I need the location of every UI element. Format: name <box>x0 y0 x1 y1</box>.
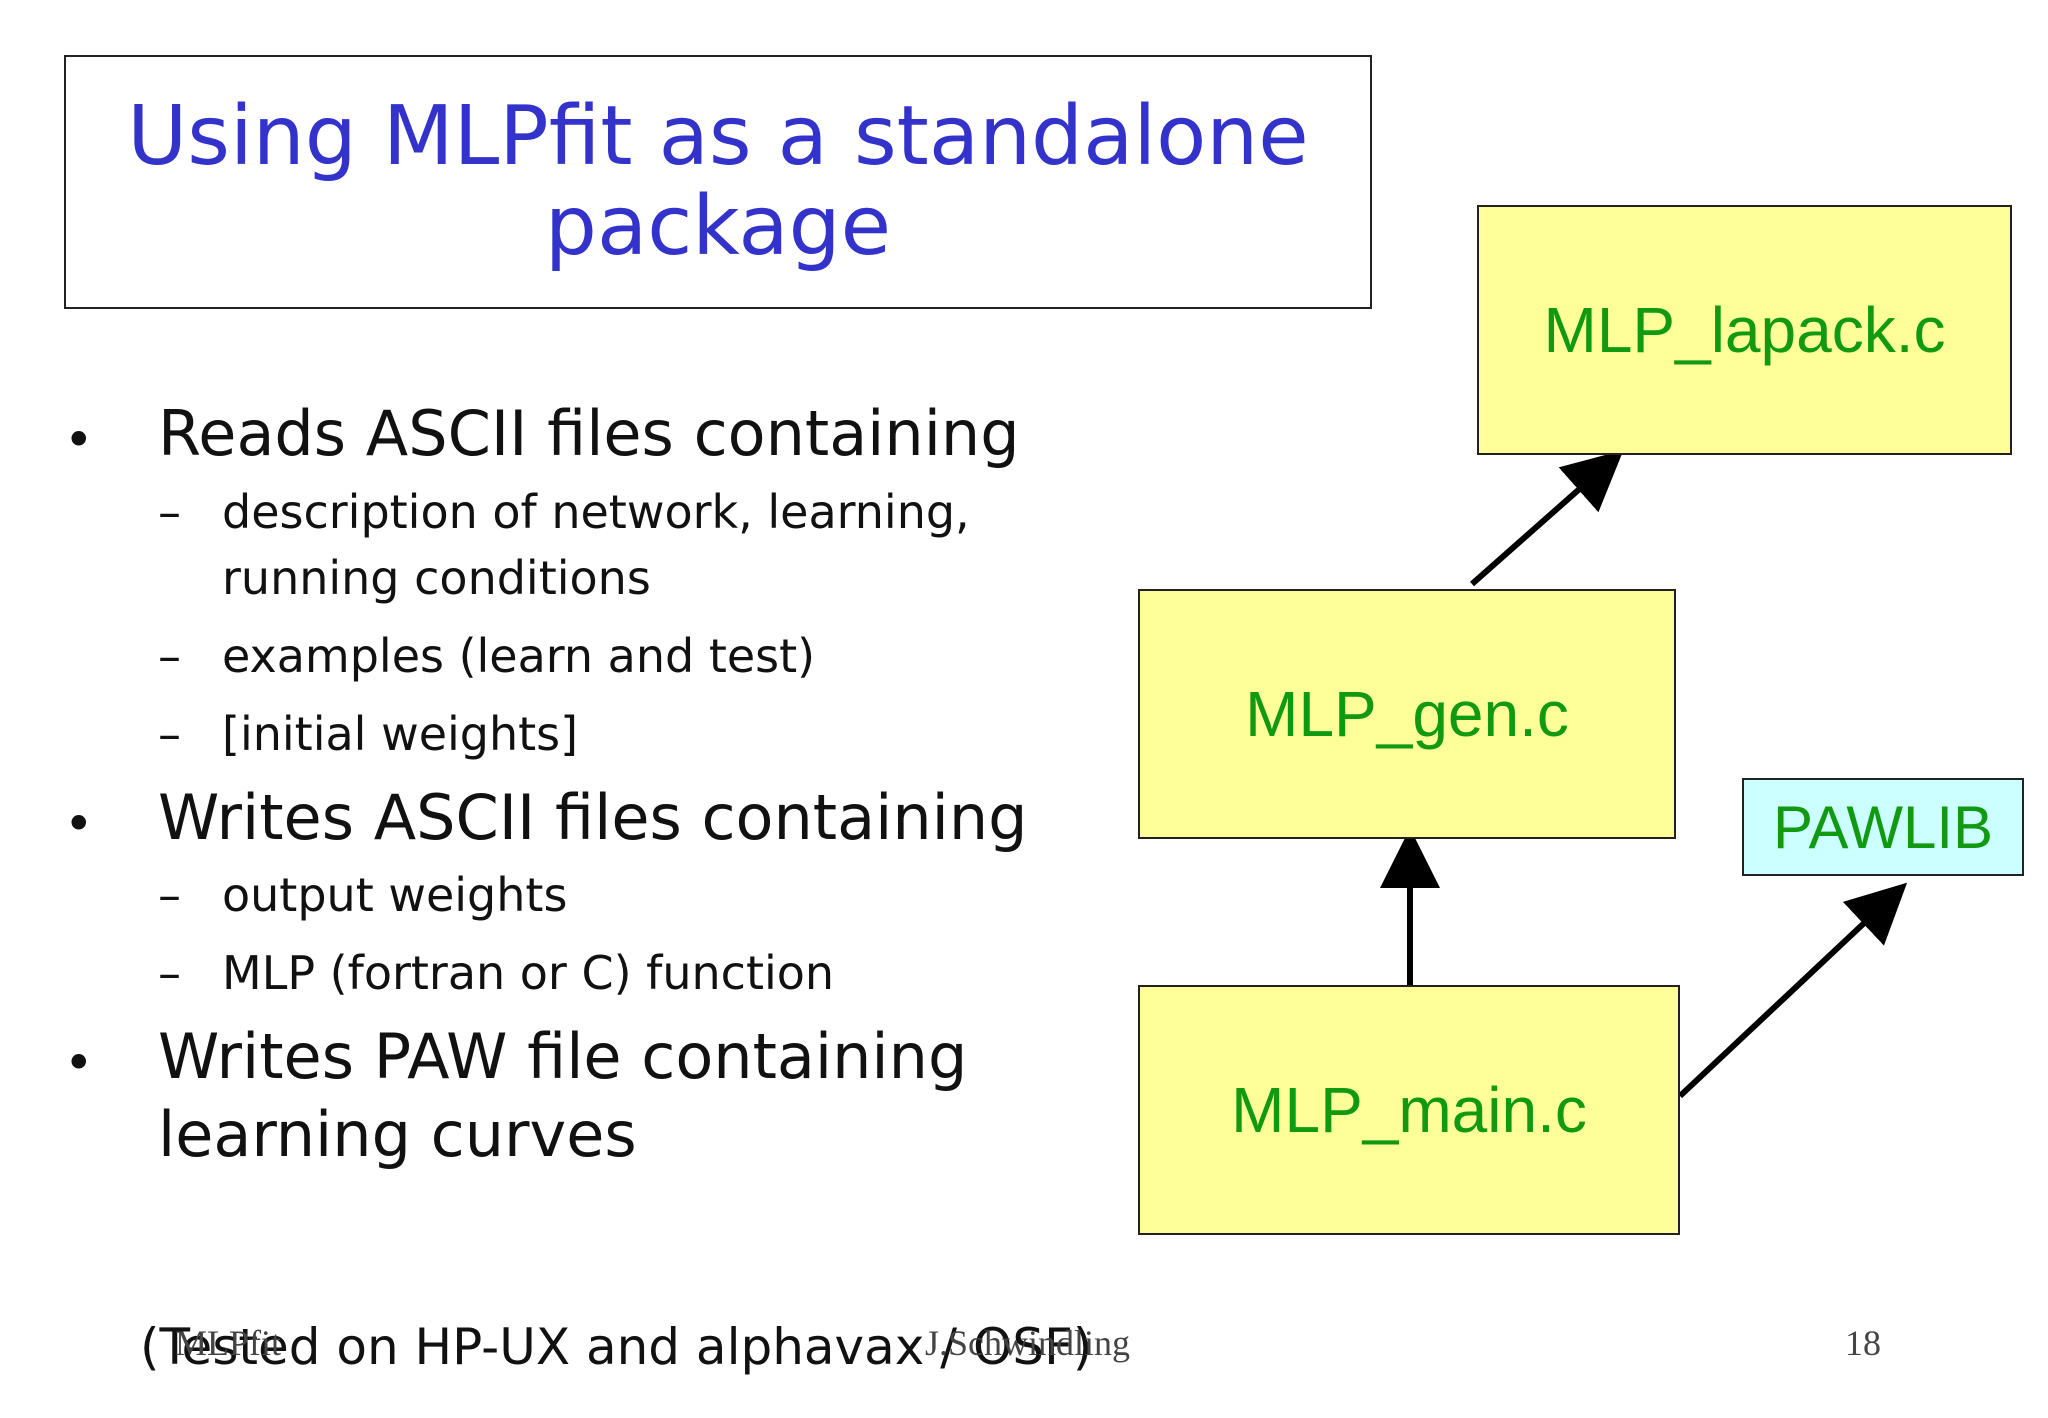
sub-item: description of network, learning, runnin… <box>158 479 982 611</box>
box-mlp-main: MLP_main.c <box>1138 985 1680 1235</box>
sub-item: examples (learn and test) <box>158 623 1144 689</box>
title-box: Using MLPfit as a standalone package <box>64 55 1372 309</box>
bullet-text: Reads ASCII files containing <box>158 397 1020 470</box>
footer-author: J.Schwindling <box>925 1323 1131 1363</box>
sub-item: [initial weights] <box>158 701 1144 767</box>
bullet-text: Writes ASCII files containing <box>158 780 1028 854</box>
box-label: MLP_gen.c <box>1245 678 1569 750</box>
bullet-writes-ascii: Writes ASCII files containing output wei… <box>64 779 1144 1007</box>
arrow-gen-to-lapack <box>1470 450 1624 587</box>
sub-item: output weights <box>158 862 1144 928</box>
sub-list: output weights MLP (fortran or C) functi… <box>158 862 1144 1006</box>
footer-left: MLPfit <box>175 1323 282 1363</box>
arrow-main-to-pawlib <box>1677 882 1908 1099</box>
box-mlp-lapack: MLP_lapack.c <box>1477 205 2012 455</box>
slide-title: Using MLPfit as a standalone package <box>127 88 1309 274</box>
box-label: MLP_lapack.c <box>1543 294 1946 366</box>
box-mlp-gen: MLP_gen.c <box>1138 589 1676 839</box>
box-label: PAWLIB <box>1772 793 1994 861</box>
tested-note: (Tested on HP-UX and alphavax / OSF) <box>140 1318 1093 1376</box>
box-label: MLP_main.c <box>1231 1074 1587 1146</box>
sub-item: MLP (fortran or C) function <box>158 940 1144 1006</box>
bullet-list: Reads ASCII files containing description… <box>64 395 1144 1173</box>
bullet-text: Writes PAW file containing learning curv… <box>158 1020 968 1171</box>
bullet-reads: Reads ASCII files containing description… <box>64 395 1144 767</box>
box-pawlib: PAWLIB <box>1742 778 2024 876</box>
page-number: 18 <box>1845 1323 1881 1363</box>
sub-list: description of network, learning, runnin… <box>158 479 1144 767</box>
bullet-writes-paw: Writes PAW file containing learning curv… <box>64 1018 1058 1173</box>
